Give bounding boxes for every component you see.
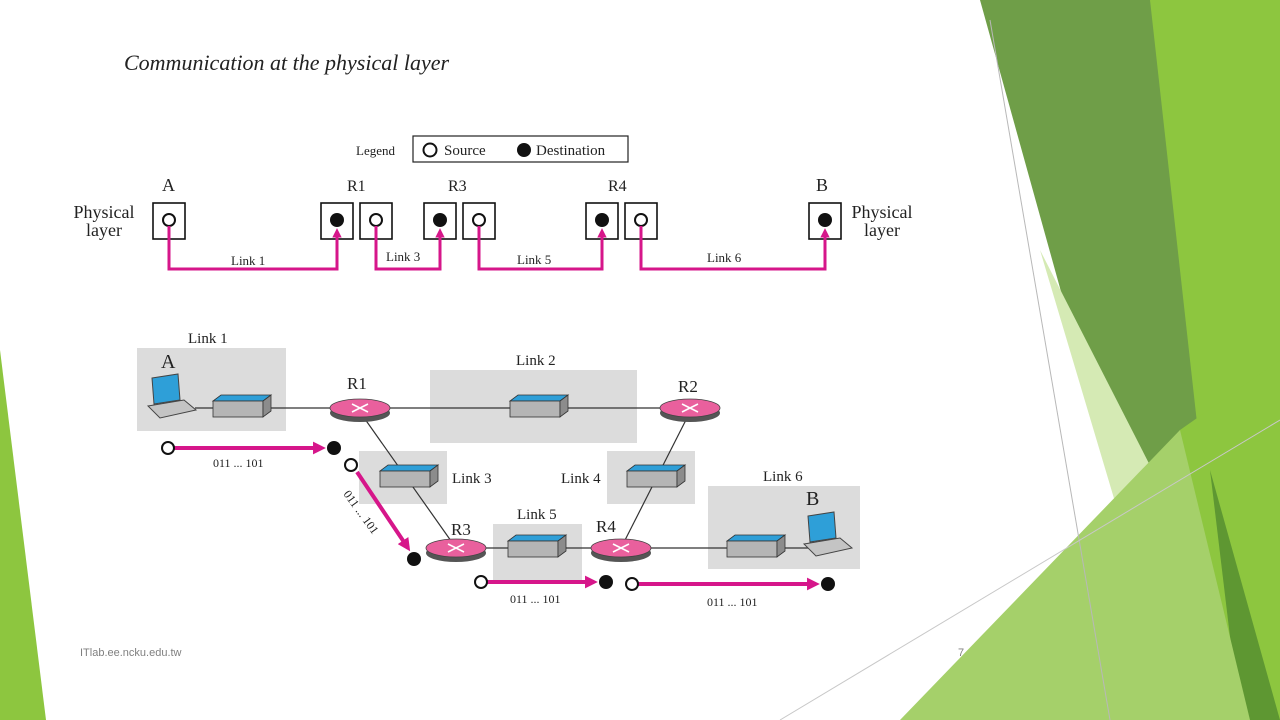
top-link-label-3: Link 3 bbox=[386, 249, 420, 264]
router-label-r2: R2 bbox=[678, 377, 698, 396]
switch-icon bbox=[509, 394, 569, 418]
node-label-r3: R3 bbox=[448, 178, 467, 195]
source-circle-icon bbox=[625, 577, 639, 591]
source-circle-icon bbox=[634, 213, 648, 227]
bits-label-link1: 011 ... 101 bbox=[213, 456, 264, 470]
switch-icon bbox=[726, 534, 786, 558]
router-label-r1: R1 bbox=[347, 374, 367, 393]
link-label-6: Link 6 bbox=[763, 469, 803, 485]
hop-path-link5 bbox=[477, 226, 607, 271]
router-icon bbox=[329, 398, 391, 423]
router-icon bbox=[659, 398, 721, 423]
destination-circle-icon bbox=[327, 441, 341, 455]
destination-circle-icon bbox=[599, 575, 613, 589]
destination-circle-icon bbox=[595, 213, 609, 227]
destination-circle-icon bbox=[821, 577, 835, 591]
source-circle-icon bbox=[472, 213, 486, 227]
node-label-r4: R4 bbox=[608, 178, 627, 195]
footer-text: ITlab.ee.ncku.edu.tw bbox=[80, 647, 182, 659]
switch-icon bbox=[626, 464, 686, 488]
deco-line-1 bbox=[989, 19, 1111, 720]
legend-destination: Destination bbox=[536, 143, 606, 159]
top-diagram: A R1 R3 R4 B Physical layer Physical lay… bbox=[74, 175, 913, 271]
source-circle-icon bbox=[161, 441, 175, 455]
link-label-5: Link 5 bbox=[517, 507, 557, 523]
top-link-label-1: Link 1 bbox=[231, 253, 265, 268]
host-label-a: A bbox=[161, 351, 176, 373]
destination-circle-icon bbox=[818, 213, 832, 227]
router-label-r4: R4 bbox=[596, 517, 616, 536]
page-number: 7 bbox=[958, 647, 965, 659]
hop-path-link1 bbox=[167, 226, 342, 271]
legend: Legend Source Destination bbox=[356, 135, 629, 163]
router-icon bbox=[590, 538, 652, 563]
physical-layer-label-left-2: layer bbox=[86, 220, 122, 240]
switch-icon bbox=[507, 534, 567, 558]
hop-path-link6 bbox=[639, 226, 830, 271]
source-circle-icon bbox=[422, 142, 438, 158]
link-label-4: Link 4 bbox=[561, 471, 601, 487]
physical-layer-label-right-2: layer bbox=[864, 220, 900, 240]
destination-circle-icon bbox=[407, 552, 421, 566]
deco-line-2 bbox=[779, 419, 1280, 720]
physical-layer-label-left-1: Physical bbox=[74, 202, 135, 222]
deco-shape-accent bbox=[1210, 470, 1280, 720]
destination-circle-icon bbox=[433, 213, 447, 227]
router-icon bbox=[425, 538, 487, 563]
switch-icon bbox=[212, 394, 272, 418]
bit-flow-link3 bbox=[355, 470, 411, 552]
top-link-label-5: Link 5 bbox=[517, 252, 551, 267]
deco-left-wedge bbox=[0, 350, 46, 720]
network-diagram: Link 1 Link 2 Link 3 Link 4 Link 5 Link … bbox=[137, 331, 860, 609]
bits-label-link6: 011 ... 101 bbox=[707, 595, 758, 609]
source-circle-icon bbox=[162, 213, 176, 227]
host-label-b: B bbox=[806, 488, 819, 510]
top-link-label-6: Link 6 bbox=[707, 250, 742, 265]
node-label-a: A bbox=[162, 175, 175, 195]
deco-shape-bottom bbox=[900, 430, 1250, 720]
source-circle-icon bbox=[369, 213, 383, 227]
source-circle-icon bbox=[344, 458, 358, 472]
node-label-b: B bbox=[816, 175, 828, 195]
bits-label-link5: 011 ... 101 bbox=[510, 592, 561, 606]
link-label-3: Link 3 bbox=[452, 471, 492, 487]
legend-source: Source bbox=[444, 143, 486, 159]
slide-title: Communication at the physical layer bbox=[124, 50, 450, 75]
physical-layer-label-right-1: Physical bbox=[852, 202, 913, 222]
destination-circle-icon bbox=[517, 143, 531, 157]
link-label-2: Link 2 bbox=[516, 353, 556, 369]
legend-label: Legend bbox=[356, 143, 395, 158]
hop-path-link3 bbox=[374, 226, 445, 271]
switch-icon bbox=[379, 464, 439, 488]
link-label-1: Link 1 bbox=[188, 331, 228, 347]
router-label-r3: R3 bbox=[451, 520, 471, 539]
destination-circle-icon bbox=[330, 213, 344, 227]
source-circle-icon bbox=[474, 575, 488, 589]
node-label-r1: R1 bbox=[347, 178, 366, 195]
